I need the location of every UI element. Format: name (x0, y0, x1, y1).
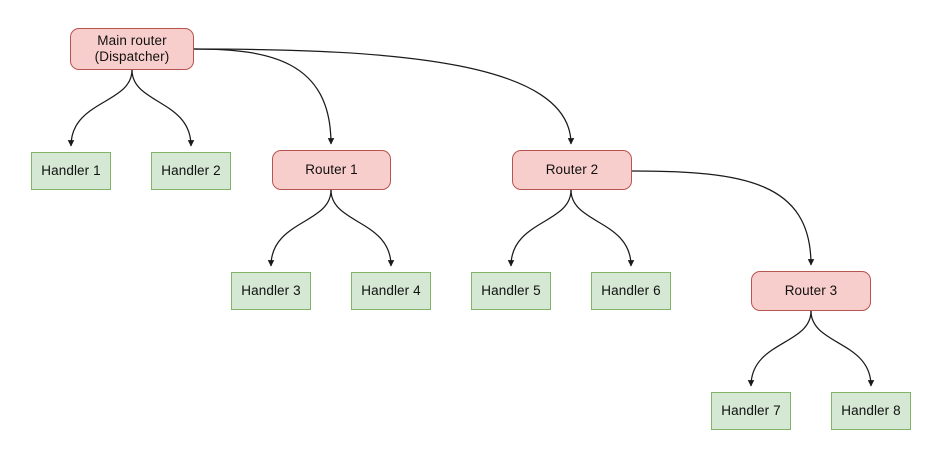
node-handler-3[interactable]: Handler 3 (231, 272, 311, 310)
node-label: Router 3 (784, 283, 838, 298)
node-router-2[interactable]: Router 2 (512, 150, 632, 190)
node-label: Handler 1 (41, 163, 101, 178)
node-main-router[interactable]: Main router (Dispatcher) (70, 28, 194, 70)
node-router-3[interactable]: Router 3 (751, 271, 871, 311)
edge-router2-to-handler6 (570, 189, 635, 267)
edge-main-to-handler2 (131, 69, 195, 147)
node-handler-4[interactable]: Handler 4 (351, 272, 431, 310)
node-router-1[interactable]: Router 1 (272, 150, 391, 190)
node-label: Handler 8 (841, 403, 901, 418)
node-handler-2[interactable]: Handler 2 (151, 152, 231, 190)
edge-router3-to-handler8 (810, 310, 875, 387)
edge-router1-to-handler4 (330, 189, 395, 267)
node-label: Handler 3 (241, 283, 301, 298)
edge-router2-to-handler5 (507, 189, 572, 267)
node-handler-1[interactable]: Handler 1 (31, 152, 111, 190)
node-label: Handler 4 (361, 283, 421, 298)
edge-router3-to-handler7 (747, 310, 812, 387)
node-label: Handler 6 (601, 283, 661, 298)
node-label: Main router (Dispatcher) (94, 33, 170, 64)
edge-main-to-router2 (193, 48, 575, 145)
node-handler-8[interactable]: Handler 8 (831, 392, 911, 430)
node-handler-7[interactable]: Handler 7 (711, 392, 791, 430)
node-handler-6[interactable]: Handler 6 (591, 272, 671, 310)
edge-main-to-handler1 (67, 69, 133, 147)
edge-router1-to-handler3 (267, 189, 332, 267)
node-label: Router 2 (545, 162, 599, 177)
node-handler-5[interactable]: Handler 5 (471, 272, 551, 310)
node-label: Handler 7 (721, 403, 781, 418)
edge-router2-to-router3 (631, 170, 815, 266)
node-label: Router 1 (305, 162, 358, 177)
edge-main-to-router1 (193, 48, 335, 145)
node-label: Handler 2 (161, 163, 221, 178)
node-label: Handler 5 (481, 283, 541, 298)
